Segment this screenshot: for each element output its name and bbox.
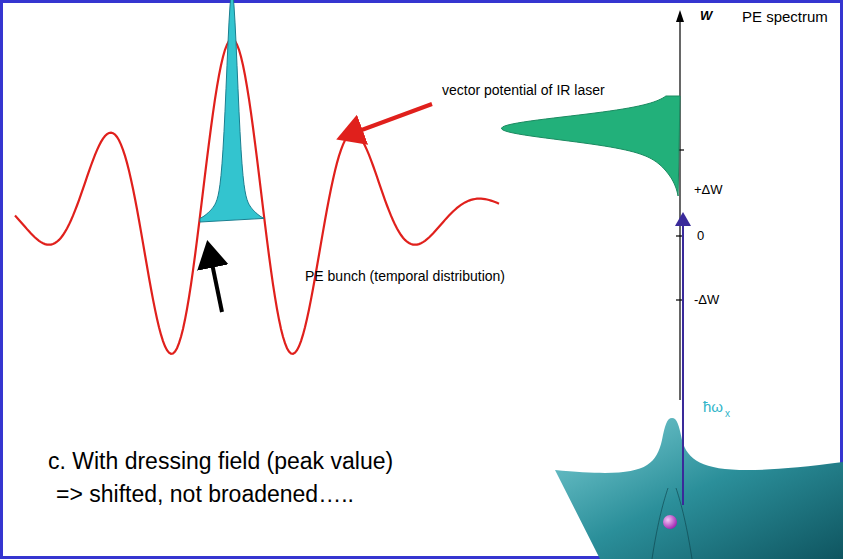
text-label: x	[725, 408, 730, 419]
well-contour	[652, 488, 692, 559]
text-label: W	[700, 8, 712, 23]
axis-arrowhead	[676, 10, 684, 22]
pointer-arrow	[340, 104, 432, 138]
text-label: -ΔW	[694, 292, 719, 307]
text-label: PE spectrum	[742, 8, 828, 25]
text-label: c. With dressing field (peak value)	[48, 448, 393, 475]
pe-bunch-pulse	[200, 0, 264, 222]
vector-potential-wave	[15, 39, 499, 354]
text-label: PE bunch (temporal distribution)	[305, 268, 505, 284]
potential-well	[555, 418, 843, 559]
pointer-arrow	[208, 244, 222, 312]
text-label: => shifted, not broadened…..	[56, 481, 354, 508]
text-label: ħω	[703, 398, 723, 415]
text-label: +ΔW	[694, 182, 723, 197]
text-label: 0	[697, 228, 704, 243]
pe-spectrum-peak	[502, 96, 680, 196]
energy-axis	[679, 14, 680, 400]
photon-arrow	[682, 214, 684, 505]
text-label: vector potential of IR laser	[442, 82, 605, 98]
electron-ball	[663, 515, 677, 529]
